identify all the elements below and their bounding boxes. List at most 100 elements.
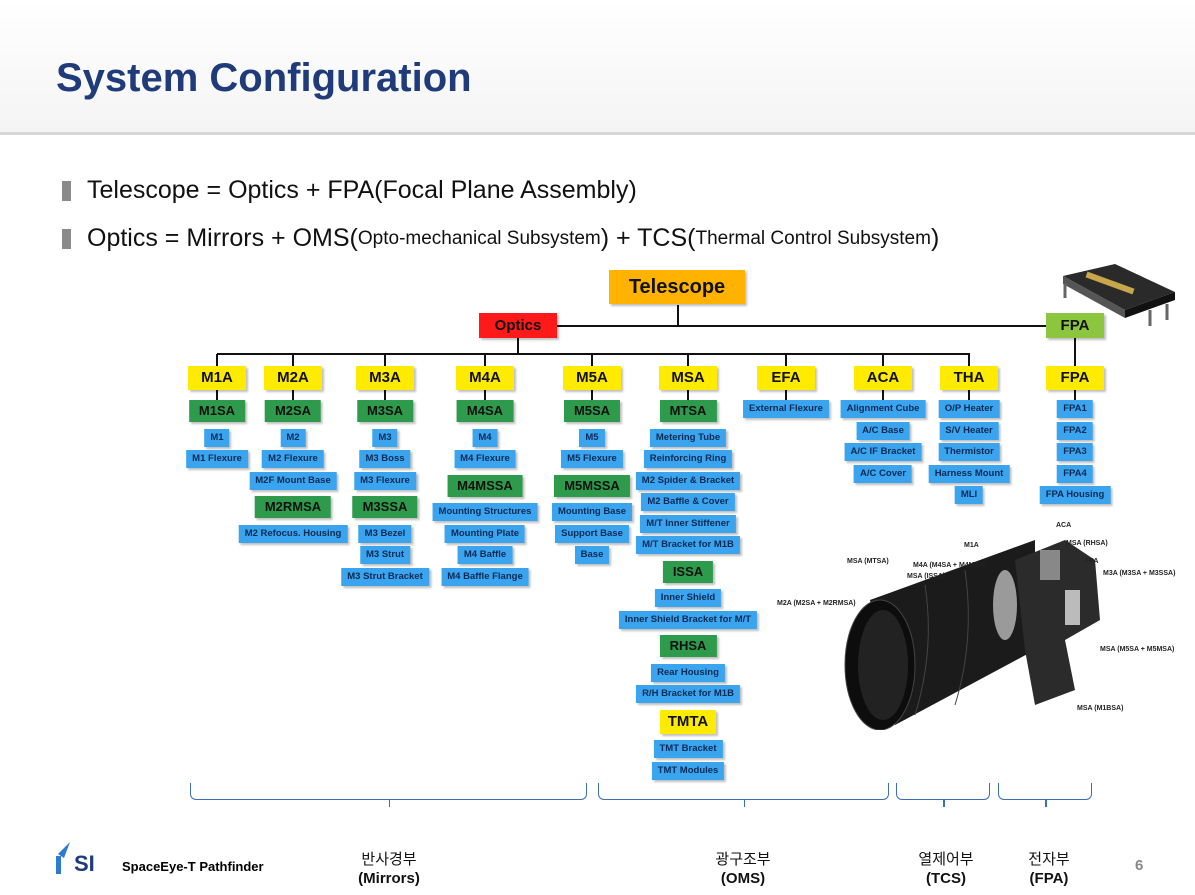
connector-line [968, 354, 970, 366]
connector-line [556, 325, 1046, 327]
component-box: M4 [472, 428, 498, 447]
component-box: Mounting Base [551, 503, 633, 521]
column-m1a: M1SA M1 M1 Flexure [186, 400, 248, 468]
component-box: FPA Housing [1039, 486, 1111, 504]
component-box: TMT Modules [651, 761, 725, 780]
cutaway-label: MSA (M1BSA) [1077, 705, 1124, 712]
component-box: R/H Bracket for M1B [636, 685, 740, 703]
company-logo-icon [46, 842, 70, 874]
component-box: FPA1 [1057, 400, 1093, 418]
component-box: M2 Flexure [262, 450, 324, 468]
cutaway-label: FPA [1085, 558, 1099, 565]
subassembly-node: M2RMSA [254, 496, 332, 518]
cutaway-label: M1A [964, 542, 979, 549]
group-label-tcs: 열제어부(TCS) [918, 850, 973, 888]
component-box: FPA4 [1057, 464, 1093, 483]
component-box: TMT Bracket [653, 740, 723, 758]
telescope-cutaway-image [844, 540, 1100, 730]
component-box: M2 Refocus. Housing [238, 524, 348, 543]
connector-line [785, 389, 787, 400]
component-box: Mounting Plate [444, 524, 526, 543]
component-box: External Flexure [743, 400, 829, 418]
subassembly-node: TMTA [659, 709, 717, 734]
component-box: M3 Strut [360, 546, 410, 564]
component-box: Reinforcing Ring [643, 450, 733, 468]
connector-line [1074, 338, 1076, 366]
node-m3a: M3A [356, 366, 414, 390]
connector-line [217, 353, 970, 355]
bullet-text: ) + TCS( [600, 224, 696, 252]
company-logo-text: SI [74, 851, 95, 876]
component-box: M1 [204, 428, 230, 447]
component-box: M5 Flexure [561, 450, 623, 468]
component-box: O/P Heater [938, 400, 1000, 418]
group-english: (OMS) [720, 870, 766, 887]
connector-line [384, 354, 386, 366]
component-box: M4 Baffle Flange [441, 567, 529, 586]
footer-project-name: SpaceEye-T Pathfinder [122, 859, 264, 874]
component-box: M2 [280, 428, 306, 447]
component-box: Inner Shield [654, 589, 722, 607]
group-korean: 열제어부 [918, 851, 974, 868]
component-box: FPA2 [1057, 421, 1093, 440]
bullet-marker-icon [62, 228, 71, 249]
connector-line [882, 354, 884, 366]
node-tha: THA [940, 366, 998, 390]
component-box: MLI [954, 486, 984, 504]
component-box: Thermistor [938, 443, 1000, 461]
group-bracket-mirrors [190, 783, 587, 807]
cutaway-label: MSA (M5SA + M5MSA) [1100, 646, 1175, 653]
group-korean: 광구조부 [715, 851, 771, 868]
component-box: M2 Baffle & Cover [641, 493, 735, 511]
component-box: Base [574, 546, 610, 564]
connector-line [292, 354, 294, 366]
connector-line [484, 354, 486, 366]
bullet-telescope: Telescope = Optics + FPA(Focal Plane Ass… [62, 176, 637, 205]
connector-line [216, 389, 218, 400]
cutaway-label: MSA (ISSA) [907, 573, 946, 580]
bullet-marker-icon [62, 180, 71, 201]
component-box: M3 Bezel [358, 524, 412, 543]
connector-line [968, 389, 970, 400]
cutaway-label: MSA (MTSA) [847, 558, 889, 565]
component-box: M4 Baffle [457, 546, 513, 564]
optics-node: Optics [479, 313, 557, 338]
column-efa: External Flexure [743, 400, 829, 418]
component-box: M1 Flexure [186, 450, 248, 468]
subassembly-node: M5MSSA [554, 474, 630, 497]
node-aca: ACA [854, 366, 912, 390]
fpa-unit-image [1063, 264, 1175, 326]
component-box: M5 [579, 428, 605, 447]
group-bracket-tcs [896, 783, 990, 807]
component-box: Harness Mount [928, 464, 1010, 483]
node-m2a: M2A [264, 366, 322, 390]
slide-title: System Configuration [56, 56, 472, 100]
connector-line [882, 389, 884, 400]
group-label-mirrors: 반사경부(Mirrors) [358, 850, 420, 888]
component-box: A/C Base [856, 421, 910, 440]
bullet-subtext: Thermal Control Subsystem [695, 227, 931, 249]
group-english: (Mirrors) [358, 870, 420, 887]
component-box: A/C IF Bracket [844, 443, 922, 461]
component-box: M/T Bracket for M1B [636, 536, 740, 554]
component-box: M4 Flexure [454, 450, 516, 468]
connector-line [484, 389, 486, 400]
group-bracket-fpa [998, 783, 1092, 807]
component-box: M3 Strut Bracket [341, 567, 429, 586]
cutaway-label: M2A (M2SA + M2RMSA) [777, 600, 856, 607]
subassembly-node: MTSA [659, 400, 717, 422]
connector-line [384, 389, 386, 400]
connector-line [687, 389, 689, 400]
connector-line [216, 354, 218, 366]
component-box: M3 [372, 428, 398, 447]
subassembly-node: M1SA [188, 400, 246, 422]
component-box: Rear Housing [651, 663, 725, 682]
bullet-optics: Optics = Mirrors + OMS(Opto-mechanical S… [62, 224, 939, 253]
connector-line [687, 354, 689, 366]
connector-line [677, 305, 679, 326]
connector-line [517, 338, 519, 354]
subassembly-node: M4MSSA [447, 474, 523, 497]
